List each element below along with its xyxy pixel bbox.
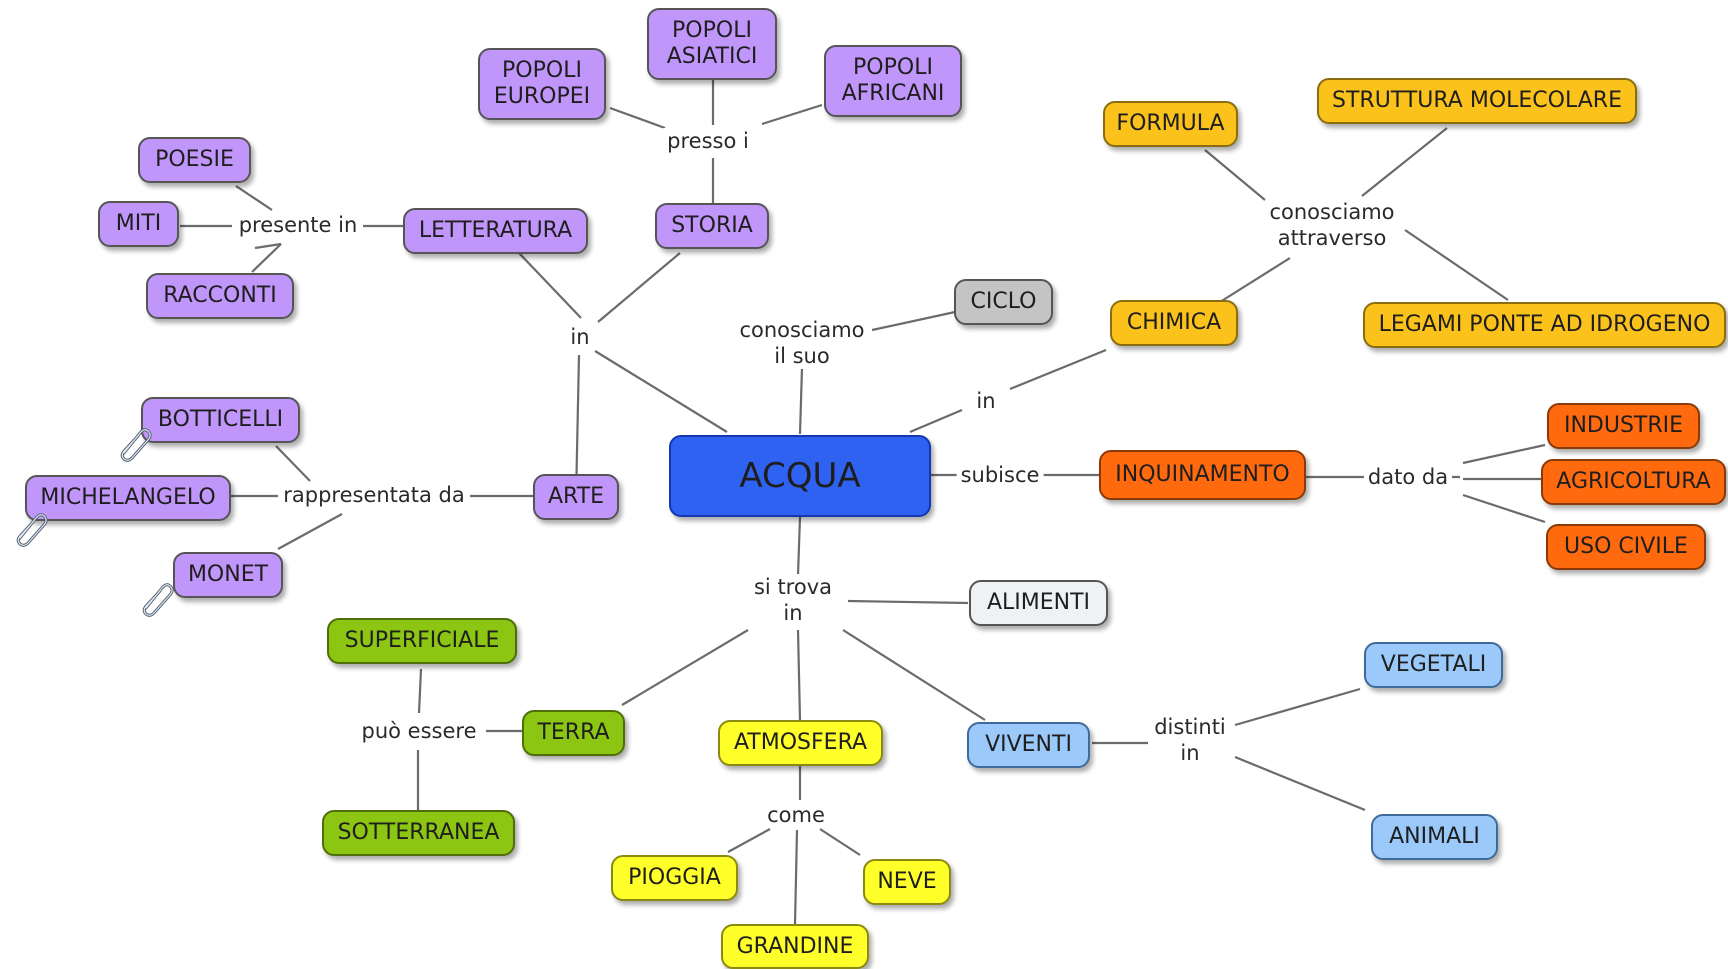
concept-grandine[interactable]: GRANDINE xyxy=(721,924,869,969)
link xyxy=(871,310,956,332)
link xyxy=(909,408,963,434)
concept-miti[interactable]: MITI xyxy=(98,201,179,247)
link xyxy=(1219,257,1291,303)
concept-alimenti[interactable]: ALIMENTI xyxy=(969,580,1108,626)
concept-popoli-asiatici[interactable]: POPOLI ASIATICI xyxy=(647,8,777,80)
link xyxy=(518,252,582,319)
paperclip-icon xyxy=(142,583,174,617)
concept-links xyxy=(180,80,1546,926)
linking-phrase-dato-da: dato da xyxy=(1363,464,1453,490)
concept-superficiale[interactable]: SUPERFICIALE xyxy=(327,618,517,664)
link xyxy=(819,828,861,856)
concept-vegetali[interactable]: VEGETALI xyxy=(1364,642,1503,688)
link xyxy=(1462,493,1546,524)
link xyxy=(597,252,681,323)
concept-botticelli[interactable]: BOTTICELLI xyxy=(141,397,300,443)
concept-poesie[interactable]: POESIE xyxy=(138,137,251,183)
paperclip-icon[interactable] xyxy=(138,578,174,618)
concept-chimica[interactable]: CHIMICA xyxy=(1110,300,1238,346)
link xyxy=(1234,755,1366,812)
link xyxy=(847,599,969,605)
link xyxy=(727,828,771,853)
link xyxy=(1404,229,1509,301)
linking-phrase-puo-essere: può essere xyxy=(357,718,481,744)
link xyxy=(275,445,311,482)
linking-phrase-presente-in: presente in xyxy=(234,212,362,238)
concept-terra[interactable]: TERRA xyxy=(522,710,625,756)
linking-phrase-conosciamo-attraverso: conosciamo attraverso xyxy=(1265,199,1399,251)
link xyxy=(254,242,282,250)
link xyxy=(417,668,423,714)
linking-phrase-come: come xyxy=(763,802,829,828)
link xyxy=(1361,127,1448,197)
paperclip-icon xyxy=(16,513,48,547)
concept-industrie[interactable]: INDUSTRIE xyxy=(1547,403,1700,449)
concept-sotterranea[interactable]: SOTTERRANEA xyxy=(322,810,515,856)
linking-phrase-distinti-in: distinti in xyxy=(1150,714,1230,766)
link xyxy=(796,516,802,576)
concept-struttura-molecolare[interactable]: STRUTTURA MOLECOLARE xyxy=(1317,78,1637,124)
concept-legami-ponte-ad-idrogeno[interactable]: LEGAMI PONTE AD IDROGENO xyxy=(1363,302,1726,348)
link xyxy=(277,513,343,550)
concept-uso-civile[interactable]: USO CIVILE xyxy=(1546,524,1706,570)
paperclip-icon[interactable] xyxy=(116,423,152,463)
paperclip-icon xyxy=(120,428,152,462)
concept-popoli-africani[interactable]: POPOLI AFRICANI xyxy=(824,45,962,117)
link xyxy=(594,350,728,433)
linking-phrase-rappresentata-da: rappresentata da xyxy=(279,482,469,508)
link xyxy=(761,103,823,126)
concept-storia[interactable]: STORIA xyxy=(655,203,769,249)
concept-letteratura[interactable]: LETTERATURA xyxy=(403,208,588,254)
link xyxy=(793,829,799,926)
concept-ciclo[interactable]: CICLO xyxy=(954,279,1053,325)
linking-phrase-presso-i: presso i xyxy=(663,128,753,154)
linking-phrase-in-left: in xyxy=(566,324,594,350)
concept-atmosfera[interactable]: ATMOSFERA xyxy=(718,720,883,766)
linking-phrase-in-right: in xyxy=(972,388,1000,414)
link xyxy=(842,629,986,721)
concept-acqua[interactable]: ACQUA xyxy=(669,435,931,517)
link xyxy=(251,243,282,273)
linking-phrase-conosciamo-il-suo: conosciamo il suo xyxy=(735,317,869,369)
link xyxy=(1009,348,1107,391)
concept-animali[interactable]: ANIMALI xyxy=(1371,814,1498,860)
linking-phrase-si-trova-in: si trova in xyxy=(749,574,837,626)
linking-phrase-subisce: subisce xyxy=(956,462,1044,488)
link xyxy=(235,185,273,211)
concept-viventi[interactable]: VIVENTI xyxy=(967,722,1090,768)
concept-agricoltura[interactable]: AGRICOLTURA xyxy=(1541,459,1726,505)
link xyxy=(1204,149,1266,201)
concept-popoli-europei[interactable]: POPOLI EUROPEI xyxy=(478,48,606,120)
link xyxy=(1462,443,1546,465)
concept-racconti[interactable]: RACCONTI xyxy=(146,273,294,319)
link xyxy=(796,629,802,721)
concept-arte[interactable]: ARTE xyxy=(533,474,619,520)
link xyxy=(1234,687,1361,727)
concept-inquinamento[interactable]: INQUINAMENTO xyxy=(1099,450,1306,500)
concept-formula[interactable]: FORMULA xyxy=(1103,101,1238,147)
concept-pioggia[interactable]: PIOGGIA xyxy=(611,855,738,901)
link xyxy=(798,367,804,435)
link xyxy=(621,629,749,706)
link xyxy=(609,106,666,130)
concept-monet[interactable]: MONET xyxy=(173,552,283,598)
concept-michelangelo[interactable]: MICHELANGELO xyxy=(25,475,231,521)
paperclip-icon[interactable] xyxy=(12,508,48,548)
concept-neve[interactable]: NEVE xyxy=(863,859,951,905)
